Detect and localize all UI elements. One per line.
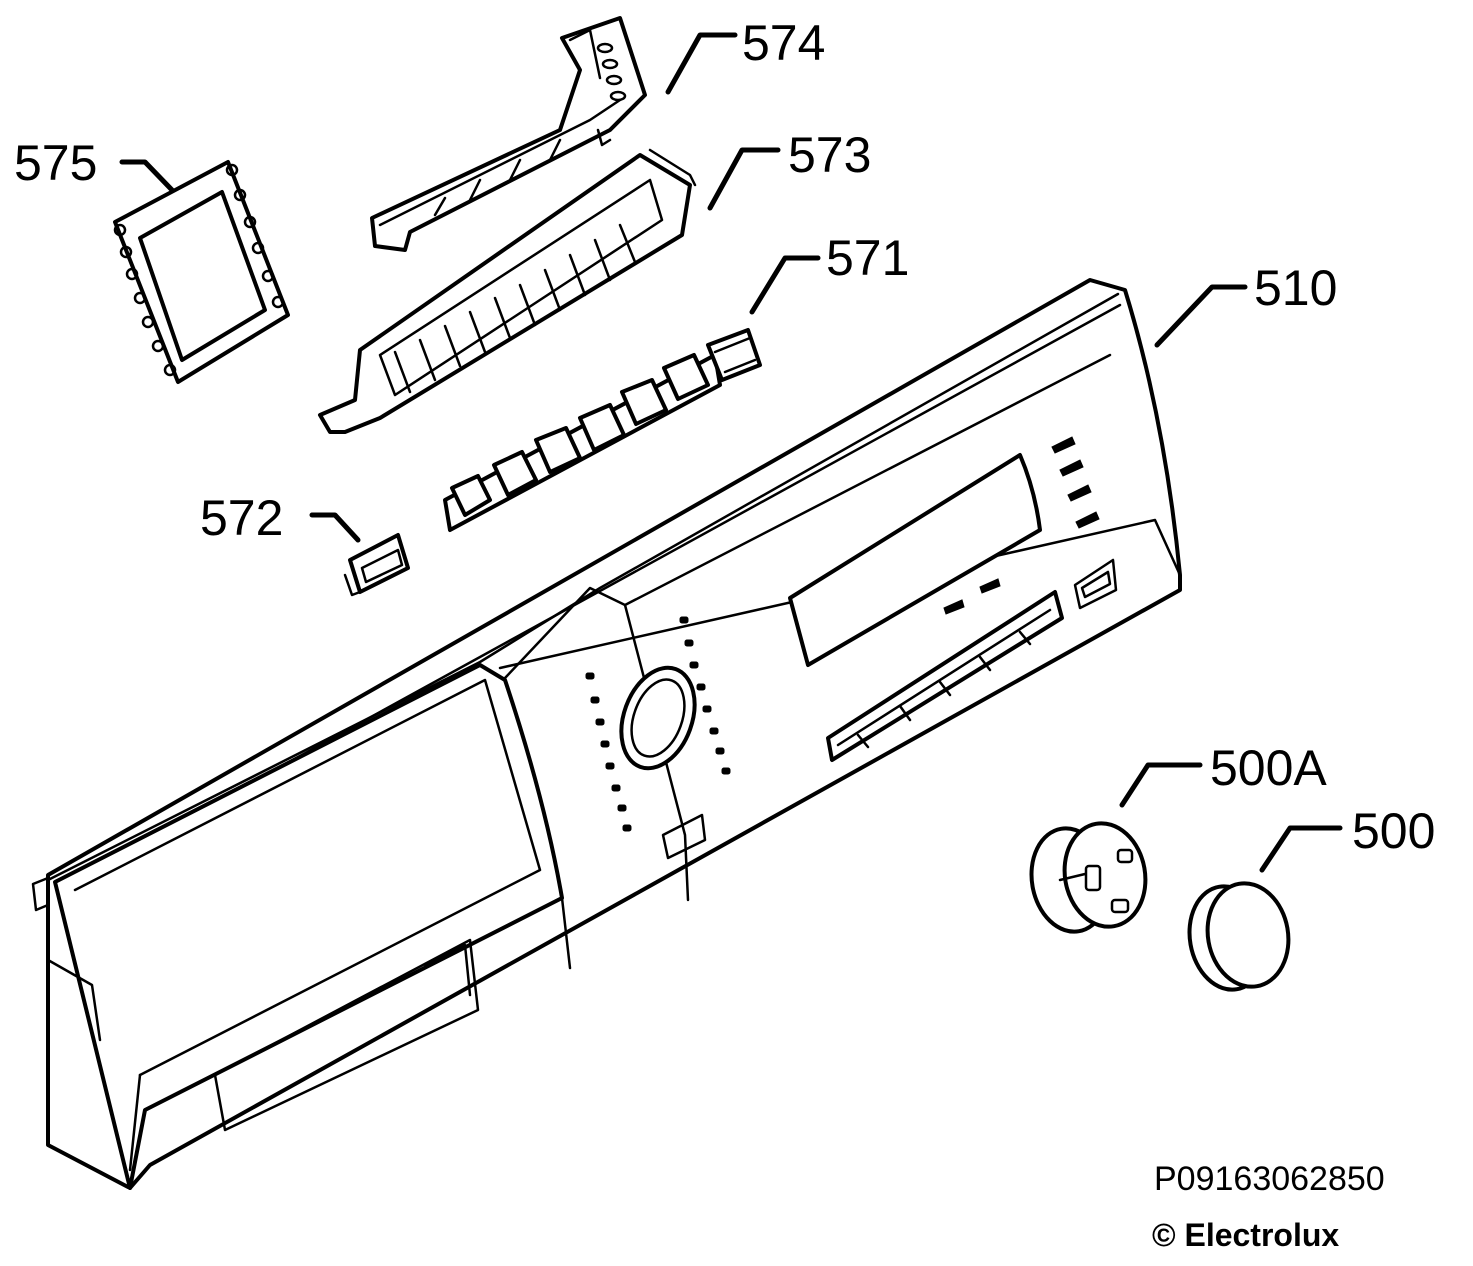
callout-labels: 574 575 573 571 510 572 500A 500: [14, 15, 1435, 859]
knob-insert-500a: [1029, 821, 1148, 934]
button-keys-571: [443, 328, 762, 532]
callout-500a: 500A: [1210, 740, 1327, 796]
copyright-electrolux: © Electrolux: [1152, 1217, 1339, 1253]
knob-cap-500: [1187, 881, 1291, 992]
part-code: P09163062850: [1154, 1160, 1385, 1198]
callout-575: 575: [14, 135, 97, 191]
display-side-indicators: [943, 436, 1100, 615]
display-frame-575: [113, 160, 290, 384]
callout-500: 500: [1352, 803, 1435, 859]
control-panel-510: [31, 278, 1182, 1190]
callout-571: 571: [826, 230, 909, 286]
button-key-572: [343, 533, 410, 597]
callout-510: 510: [1254, 260, 1337, 316]
button-bracket-574: [370, 16, 647, 252]
pcb-573: [318, 148, 697, 434]
callout-573: 573: [788, 127, 871, 183]
leader-lines: [119, 32, 1343, 873]
callout-574: 574: [742, 15, 825, 71]
dial-indicator-dots-right: [679, 616, 731, 775]
dial-indicator-dots-left: [585, 672, 632, 832]
callout-572: 572: [200, 490, 283, 546]
